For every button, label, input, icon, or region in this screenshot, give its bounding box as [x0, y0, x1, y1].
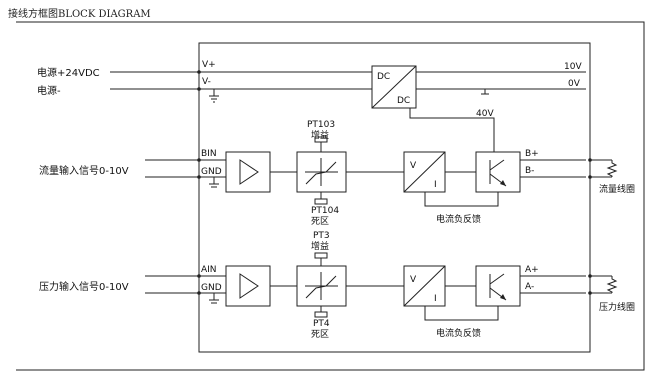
- ch-a-out-neg: A-: [525, 282, 534, 292]
- term-v-pos: V+: [202, 60, 216, 70]
- vi-diagonal: [403, 151, 446, 193]
- terminal-dot: [197, 291, 201, 295]
- ch-b-vi-i: I: [434, 180, 437, 190]
- terminal-dot-vneg: [197, 87, 201, 91]
- ch-a-input-label: 压力输入信号0-10V: [39, 280, 129, 293]
- ch-a-driver-block: [475, 265, 521, 307]
- ch-b-amplifier-block: [225, 151, 271, 193]
- ch-b-deadzone-icon: [305, 158, 338, 186]
- ground-icon: [209, 177, 219, 188]
- out-10v-label: 10V: [564, 62, 582, 72]
- ch-b-out-pos: B+: [525, 149, 539, 159]
- terminal-dot: [197, 175, 201, 179]
- ch-a-out-pos: A+: [525, 265, 539, 275]
- ch-b-pot-gain: PT103: [307, 120, 335, 130]
- terminal-dot: [197, 274, 201, 278]
- ch-a-dead-label: 死区: [311, 329, 329, 340]
- ch-b-dead-label: 死区: [311, 216, 329, 227]
- ch-a-term-gnd: GND: [201, 283, 222, 293]
- power-in-neg-label: 电源-: [37, 84, 61, 97]
- dcdc-diagonal: [371, 65, 417, 109]
- ch-b-amplifier-icon: [239, 159, 259, 185]
- ch-a-feedback-label: 电流负反馈: [436, 327, 481, 339]
- diagram-title: 接线方框图BLOCK DIAGRAM: [8, 7, 151, 20]
- ch-a-transistor-icon: [489, 273, 507, 301]
- out-40v-wire: [409, 108, 495, 152]
- ch-a-feedback-wire: [424, 306, 499, 321]
- ch-a-amplifier-block: [225, 265, 271, 307]
- vi-diagonal: [403, 265, 446, 307]
- ch-b-gain-pot-icon: [314, 136, 328, 143]
- dcdc-top-label: DC: [377, 72, 390, 82]
- ch-a-dead-pot-icon: [314, 311, 328, 318]
- ch-a-term-sig: AIN: [201, 265, 217, 275]
- ch-a-coil-label: 压力线圈: [599, 301, 635, 313]
- ch-b-pot-dead: PT104: [311, 206, 339, 216]
- ch-a-coil-icon: [606, 276, 618, 293]
- ch-a-pot-gain: PT3: [313, 231, 330, 241]
- ch-b-driver-block: [475, 151, 521, 193]
- outer-frame: [16, 21, 645, 371]
- out-40v-label: 40V: [476, 109, 494, 119]
- power-in-pos-label: 电源+24VDC: [37, 66, 100, 79]
- ch-b-feedback-label: 电流负反馈: [436, 213, 481, 225]
- ch-a-vi-i: I: [434, 294, 437, 304]
- ground-icon: [209, 293, 219, 304]
- ch-b-coil-label: 流量线圈: [599, 183, 635, 195]
- ch-a-amplifier-icon: [239, 273, 259, 299]
- terminal-dot: [197, 158, 201, 162]
- ch-b-coil-icon: [606, 160, 618, 177]
- ground-icon: [481, 89, 489, 95]
- ch-a-vi-v: V: [410, 275, 417, 285]
- ch-b-feedback-wire: [424, 192, 499, 207]
- ch-a-deadzone-icon: [305, 272, 338, 300]
- terminal-dot-vpos: [197, 70, 201, 74]
- dcdc-bottom-label: DC: [397, 96, 410, 106]
- ch-a-pot-dead: PT4: [313, 319, 330, 329]
- ch-a-gain-pot-icon: [314, 252, 328, 259]
- ch-b-transistor-icon: [489, 159, 507, 187]
- ch-a-gain-label: 增益: [311, 240, 329, 252]
- ch-b-term-sig: BIN: [201, 149, 217, 159]
- ground-icon: [209, 89, 219, 103]
- term-v-neg: V-: [202, 77, 211, 87]
- ch-b-dead-pot-icon: [314, 198, 328, 205]
- ch-b-gain-label: 增益: [311, 129, 329, 141]
- out-0v-label: 0V: [568, 79, 581, 89]
- ch-b-out-neg: B-: [525, 166, 534, 176]
- ch-b-input-label: 流量输入信号0-10V: [39, 164, 129, 177]
- ch-b-term-gnd: GND: [201, 167, 222, 177]
- ch-b-vi-v: V: [410, 161, 417, 171]
